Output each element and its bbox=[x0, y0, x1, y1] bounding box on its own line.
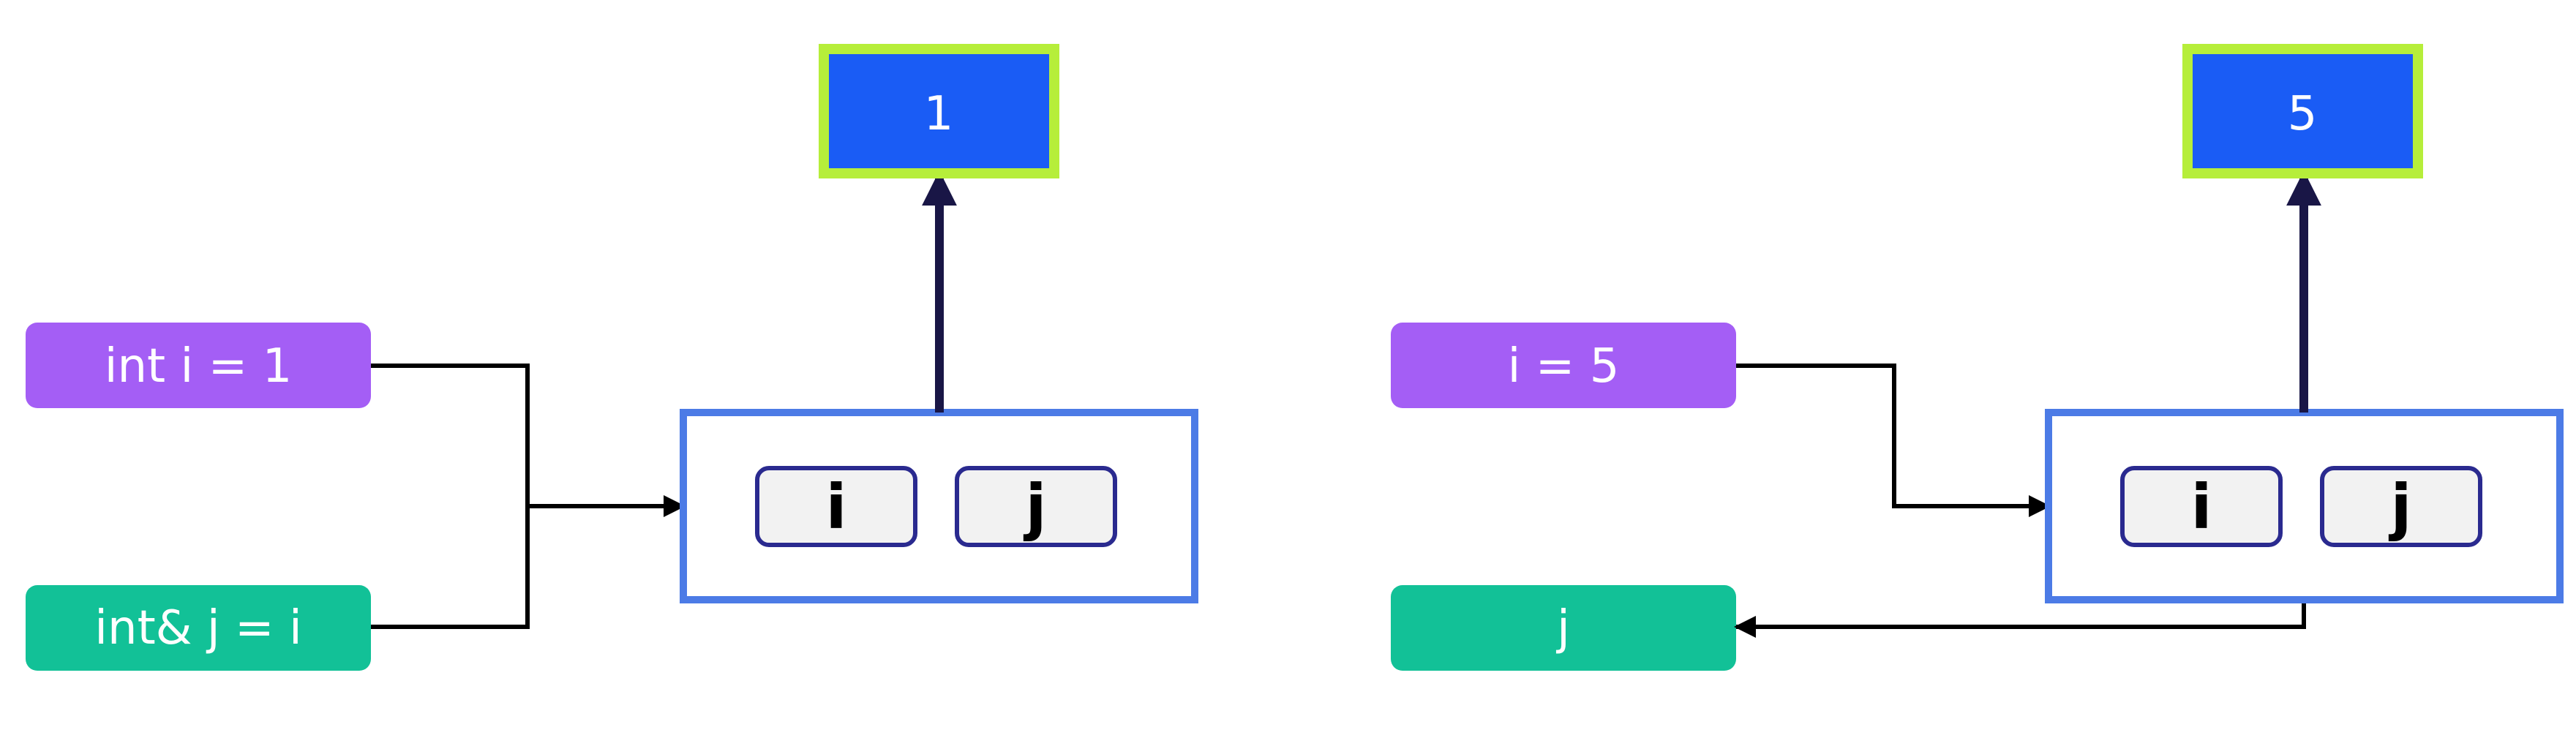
slot-j: j bbox=[955, 466, 1117, 547]
declaration-statement-label: int i = 1 bbox=[105, 339, 293, 394]
slot-i: i bbox=[2120, 466, 2283, 547]
reference-statement: int& j = i bbox=[26, 585, 371, 671]
assignment-connector bbox=[1736, 364, 2051, 517]
readout-connector bbox=[1734, 600, 2306, 638]
reference-readout: j bbox=[1391, 585, 1736, 671]
right-panel: i = 5 j i j 5 bbox=[1391, 44, 2564, 671]
assignment-statement-label: i = 5 bbox=[1508, 339, 1620, 394]
value-box: 5 bbox=[2182, 44, 2423, 178]
value-label: 5 bbox=[2288, 87, 2318, 141]
slot-i-label: i bbox=[2191, 471, 2212, 543]
slot-i-label: i bbox=[826, 471, 847, 543]
value-box: 1 bbox=[819, 44, 1059, 178]
reference-statement-label: int& j = i bbox=[94, 601, 302, 655]
declaration-statement: int i = 1 bbox=[26, 323, 371, 408]
slot-j-label: j bbox=[2389, 471, 2412, 543]
memory-cell: i j bbox=[2045, 409, 2564, 603]
reference-readout-label: j bbox=[1555, 601, 1570, 655]
left-panel: int i = 1 int& j = i i j bbox=[26, 44, 1198, 671]
slot-j: j bbox=[2320, 466, 2482, 547]
slot-i: i bbox=[755, 466, 917, 547]
assignment-statement: i = 5 bbox=[1391, 323, 1736, 408]
value-label: 1 bbox=[924, 87, 954, 141]
slot-j-label: j bbox=[1024, 471, 1047, 543]
merge-connector bbox=[371, 364, 686, 629]
memory-cell: i j bbox=[680, 409, 1198, 603]
